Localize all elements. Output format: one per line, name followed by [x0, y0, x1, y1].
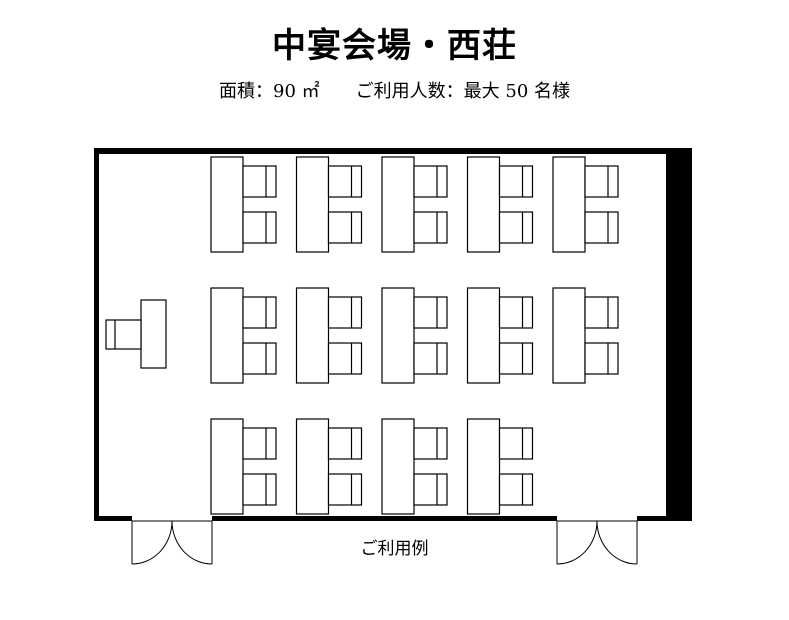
banquet-table — [210, 287, 244, 384]
chair — [413, 165, 448, 198]
chair — [413, 427, 448, 460]
chair — [242, 296, 277, 329]
chair — [242, 165, 277, 198]
banquet-table — [552, 287, 586, 384]
door-swing-right — [171, 520, 213, 565]
banquet-table — [381, 156, 415, 253]
chair — [584, 296, 619, 329]
capacity-label: ご利用人数：最大 50 名様 — [355, 81, 570, 102]
podium-chair — [105, 319, 142, 350]
wall-bottom-center — [212, 516, 557, 521]
wall-top — [94, 148, 668, 154]
chair — [327, 342, 363, 375]
chair — [498, 296, 534, 329]
chair — [584, 342, 619, 375]
chair — [242, 211, 277, 244]
chair — [242, 427, 277, 460]
banquet-table — [295, 418, 330, 515]
chair — [498, 473, 534, 506]
door-swing-right — [596, 520, 638, 565]
chair — [413, 211, 448, 244]
banquet-table — [466, 287, 501, 384]
banquet-table — [381, 287, 415, 384]
chair — [498, 427, 534, 460]
chair — [242, 342, 277, 375]
banquet-table — [552, 156, 586, 253]
banquet-table — [295, 156, 330, 253]
chair — [327, 473, 363, 506]
chair — [413, 342, 448, 375]
chair — [327, 165, 363, 198]
page-title: 中宴会場・西荘 — [272, 26, 517, 66]
chair — [327, 296, 363, 329]
banquet-table — [466, 418, 501, 515]
layout-caption: ご利用例 — [360, 539, 429, 559]
podium-table — [140, 299, 167, 369]
banquet-table — [295, 287, 330, 384]
banquet-table — [210, 418, 244, 515]
chair — [413, 473, 448, 506]
banquet-table — [466, 156, 501, 253]
room-info: 面積：90 ㎡ ご利用人数：最大 50 名様 — [0, 80, 789, 104]
wall-bottom-right — [637, 516, 692, 521]
chair — [584, 165, 619, 198]
banquet-table — [210, 156, 244, 253]
area-label: 面積：90 ㎡ — [219, 81, 320, 102]
banquet-table — [381, 418, 415, 515]
chair — [327, 427, 363, 460]
chair — [498, 165, 534, 198]
chair — [413, 296, 448, 329]
wall-right — [666, 148, 692, 521]
door-swing-left — [131, 520, 173, 565]
furniture-layout — [105, 156, 619, 515]
wall-bottom-left — [94, 516, 132, 521]
chair — [498, 342, 534, 375]
chair — [327, 211, 363, 244]
doors — [131, 520, 638, 565]
chair — [584, 211, 619, 244]
chair — [498, 211, 534, 244]
chair — [242, 473, 277, 506]
door-swing-left — [556, 520, 598, 565]
wall-left — [94, 148, 99, 521]
